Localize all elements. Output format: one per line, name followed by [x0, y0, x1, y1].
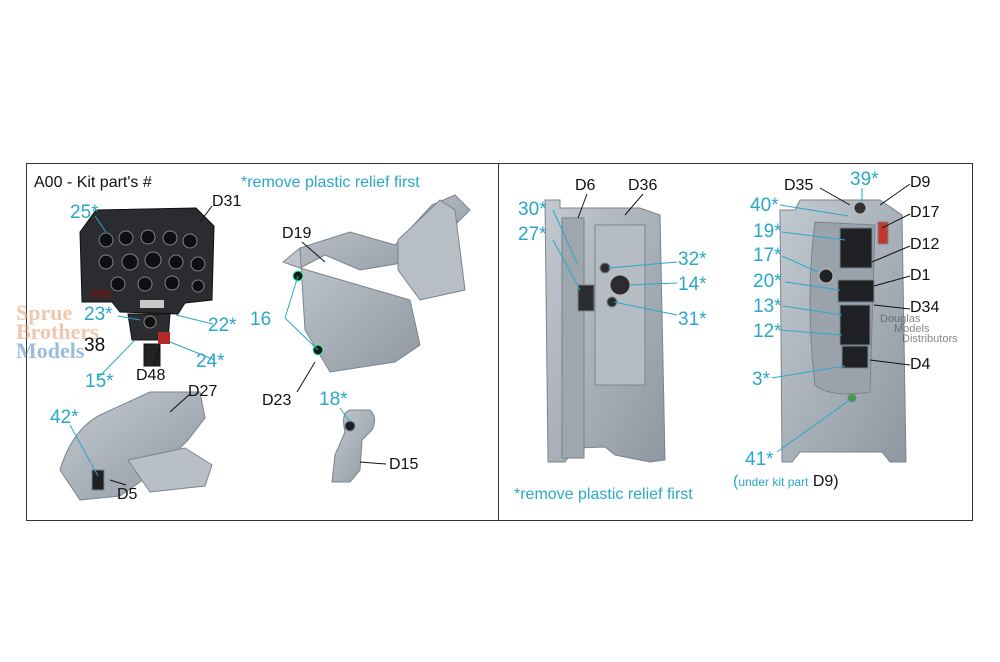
label-part-17: 17*	[753, 245, 782, 266]
label-D12: D12	[910, 236, 940, 253]
label-part-16: 16	[250, 309, 272, 330]
right-side-wall-illustration	[779, 199, 907, 463]
under-kit-part-paren: (	[733, 473, 739, 490]
watermark-brothers: Brothers	[16, 319, 99, 344]
label-D5: D5	[117, 486, 138, 503]
floor-piece-illustration	[59, 391, 213, 501]
section-title: A00 - Kit part's #	[34, 174, 152, 191]
watermark-models-right: Models	[894, 323, 930, 335]
under-kit-part-note: (under kit part D9)	[733, 474, 839, 490]
label-part-41: 41*	[745, 449, 774, 470]
watermark-models: Models	[16, 338, 85, 363]
label-D4: D4	[910, 356, 931, 373]
note-remove-relief-top: *remove plastic relief first	[241, 174, 420, 191]
label-part-40: 40*	[750, 195, 779, 216]
note-remove-relief-bottom: *remove plastic relief first	[514, 486, 693, 503]
label-part-27: 27*	[518, 224, 547, 245]
label-part-15: 15*	[85, 371, 114, 392]
control-stick-illustration	[331, 409, 376, 483]
label-part-42: 42*	[50, 407, 79, 428]
label-D6: D6	[575, 177, 596, 194]
label-D17: D17	[910, 204, 940, 221]
label-part-32: 32*	[678, 249, 707, 270]
label-part-18: 18*	[319, 389, 348, 410]
label-part-23: 23*	[84, 304, 113, 325]
label-part-3: 3*	[752, 369, 770, 390]
label-D15: D15	[389, 456, 419, 473]
label-part-12: 12*	[753, 321, 782, 342]
label-D34: D34	[910, 299, 940, 316]
label-part-13: 13*	[753, 296, 782, 317]
instrument-panel-illustration	[79, 207, 215, 367]
label-part-20: 20*	[753, 271, 782, 292]
label-D19: D19	[282, 225, 312, 242]
left-panel-frame	[26, 163, 973, 521]
middle-side-wall-illustration	[544, 199, 666, 463]
label-D9: D9	[910, 174, 931, 191]
label-D48: D48	[136, 367, 166, 384]
label-part-39: 39*	[850, 169, 879, 190]
label-part-38: 38	[84, 335, 106, 356]
label-part-30: 30*	[518, 199, 547, 220]
label-part-19: 19*	[753, 221, 782, 242]
under-kit-part-text: under kit part	[738, 475, 809, 489]
label-part-24: 24*	[196, 351, 225, 372]
label-D31: D31	[212, 193, 242, 210]
label-part-22: 22*	[208, 315, 237, 336]
label-D35: D35	[784, 177, 814, 194]
label-D23: D23	[262, 392, 292, 409]
watermark-douglas: Douglas	[880, 313, 921, 325]
callout-leaders	[69, 188, 863, 477]
label-part-14: 14*	[678, 274, 707, 295]
seat-illustration	[281, 194, 471, 373]
under-kit-part-number: D9)	[812, 473, 839, 490]
watermark-sprue: Sprue	[16, 300, 73, 325]
label-D27: D27	[188, 383, 218, 400]
panel-divider	[498, 163, 499, 521]
watermark-distributors: Distributors	[902, 333, 958, 345]
part-leaders	[109, 183, 911, 486]
label-D36: D36	[628, 177, 658, 194]
label-D1: D1	[910, 267, 931, 284]
label-part-31: 31*	[678, 309, 707, 330]
label-part-25: 25*	[70, 202, 99, 223]
